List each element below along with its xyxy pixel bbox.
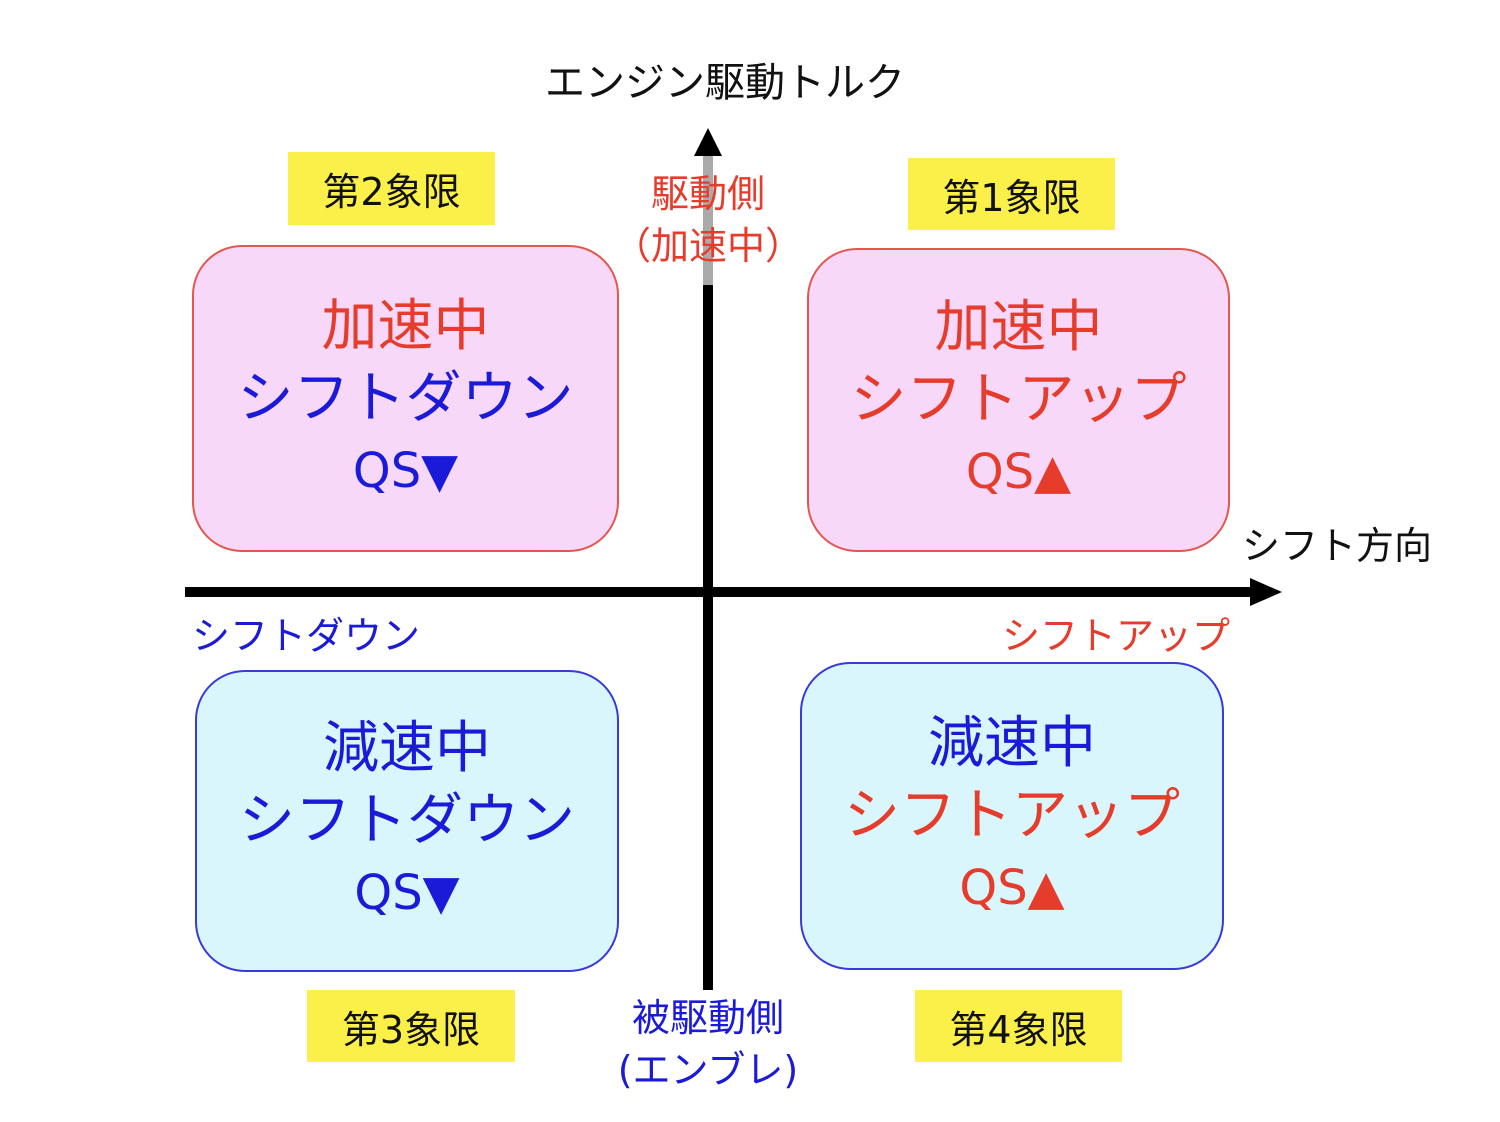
quadrant-4-box: 減速中 シフトアップ QS▲ — [800, 662, 1224, 970]
quadrant-4-tag: 第4象限 — [915, 990, 1122, 1062]
x-axis-right-label: シフトアップ — [1001, 614, 1230, 658]
state-label: 加速中 — [934, 295, 1103, 360]
y-axis-bottom-label: 被駆動側 (エンブレ) — [598, 992, 818, 1096]
qs-label: QS▼ — [352, 442, 459, 499]
y-axis-top-label: 駆動側 （加速中） — [608, 168, 808, 272]
shift-label: シフトダウン — [239, 788, 575, 853]
x-axis-label: シフト方向 — [1242, 524, 1433, 568]
quadrant-1-box: 加速中 シフトアップ QS▲ — [807, 248, 1230, 552]
x-axis-left-label: シフトダウン — [192, 614, 421, 658]
quadrant-2-box: 加速中 シフトダウン QS▼ — [192, 245, 619, 552]
y-axis-arrowhead — [694, 128, 722, 156]
shift-label: シフトアップ — [850, 367, 1187, 432]
state-label: 加速中 — [321, 293, 490, 359]
quadrant-3-tag: 第3象限 — [307, 990, 515, 1062]
accelerating-label: （加速中） — [612, 224, 803, 268]
diagram-title: エンジン駆動トルク — [545, 60, 905, 106]
qs-label: QS▲ — [965, 444, 1072, 500]
x-axis-arrowhead — [1250, 578, 1282, 606]
shift-label: シフトダウン — [237, 365, 574, 431]
qs-label: QS▲ — [959, 860, 1065, 916]
quadrant-1-tag: 第1象限 — [908, 158, 1115, 230]
engine-brake-label: (エンブレ) — [617, 1048, 799, 1092]
driven-side-label: 被駆動側 — [631, 996, 784, 1040]
qs-label: QS▼ — [354, 865, 460, 921]
quadrant-2-tag: 第2象限 — [288, 152, 495, 225]
quadrant-3-box: 減速中 シフトダウン QS▼ — [195, 670, 619, 972]
shift-label: シフトアップ — [844, 783, 1180, 848]
state-label: 減速中 — [323, 716, 491, 781]
drive-side-label: 駆動側 — [650, 172, 765, 216]
state-label: 減速中 — [928, 711, 1096, 776]
